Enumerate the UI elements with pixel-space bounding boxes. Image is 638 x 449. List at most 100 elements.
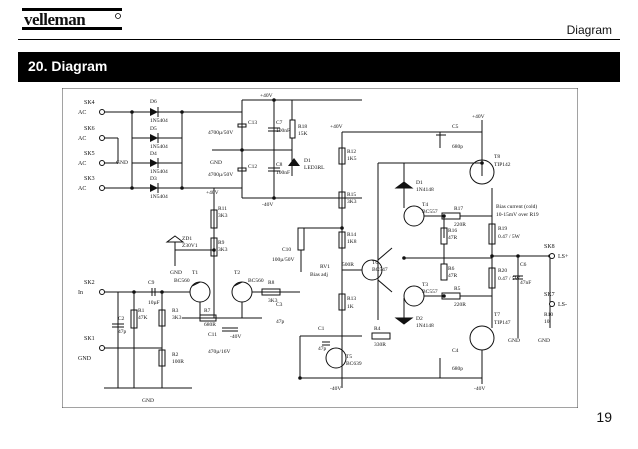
r2-ref: R2 [172, 352, 179, 358]
r8-val: 3K3 [268, 298, 278, 304]
d1-ref: D1 [416, 180, 423, 186]
r18-ref: R18 [298, 124, 307, 130]
c2-ref: C2 [118, 316, 125, 322]
r1-val: 47K [138, 315, 148, 321]
c6-ref: C6 [520, 262, 527, 268]
t1-val: BC560 [174, 278, 190, 284]
c9-ref: C9 [148, 280, 155, 286]
rail-neg-3: -40V [330, 386, 341, 392]
sk1-label: GND [78, 356, 92, 362]
section-title: 20. Diagram [28, 58, 108, 74]
d4-ref: D4 [150, 151, 157, 157]
t5-ref: T5 [346, 354, 352, 360]
svg-text:velleman: velleman [24, 10, 86, 29]
rv1-val: 500R [342, 262, 354, 268]
sk2-label: In [78, 290, 83, 296]
r15-val: 3K3 [347, 199, 357, 205]
zd1-ref: ZD1 [182, 236, 192, 242]
sk8-ref: SK8 [544, 244, 555, 250]
d6-ref: D6 [150, 99, 157, 105]
sk6-label: AC [78, 136, 86, 142]
gnd-4: GND [142, 398, 154, 404]
d5-val: 1N5404 [150, 144, 168, 150]
r11-ref: R11 [218, 206, 227, 212]
r12-ref: R12 [347, 149, 356, 155]
led-val: LED3RL [304, 165, 325, 171]
r7-val: 680R [204, 322, 216, 328]
t8-val: TIP142 [494, 162, 511, 168]
d6-val: 1N5404 [150, 118, 168, 124]
sk8-label: LS+ [558, 254, 569, 260]
rail-pos-2: +40V [330, 124, 343, 130]
r9-ref: R9 [218, 240, 225, 246]
r1-ref: R1 [138, 308, 145, 314]
r20-val: 0.47 / 5W [498, 276, 521, 282]
sk5-label: AC [78, 161, 86, 167]
c4-ref: C4 [452, 348, 459, 354]
sk2-ref: SK2 [84, 280, 95, 286]
rail-neg-2: -40V [230, 334, 241, 340]
c10-ref: C10 [282, 247, 291, 253]
t8-ref: T8 [494, 154, 500, 160]
r15-ref: R15 [347, 192, 356, 198]
t5-val: BC639 [346, 361, 362, 367]
d1-val: 1N4148 [416, 187, 434, 193]
r4-val: 330R [374, 342, 386, 348]
r5-ref: R5 [454, 286, 461, 292]
r13-val: 1K [347, 304, 354, 310]
sk3-ref: SK3 [84, 176, 95, 182]
t4-val: BC557 [422, 209, 438, 215]
c11-ref: C11 [208, 332, 217, 338]
t1-ref: T1 [192, 270, 198, 276]
gnd-1: GND [116, 160, 128, 166]
page-number: 19 [596, 409, 612, 425]
c9-val: 10µF [148, 300, 160, 306]
c12-val: 4700µ/50V [208, 172, 233, 178]
sk3-label: AC [78, 186, 86, 192]
r12-val: 1K5 [347, 156, 357, 162]
led-ref: D1 [304, 158, 311, 164]
rv1-ref: RV1 [320, 264, 330, 270]
c7-val: 100nF [276, 128, 290, 134]
sk4-ref: SK4 [84, 100, 95, 106]
d2-val: 1N4148 [416, 323, 434, 329]
bias-current-note: Bias current (cold) [496, 203, 537, 210]
d2-ref: D2 [416, 316, 423, 322]
c3-ref: C3 [276, 302, 283, 308]
c8-val: 100nF [276, 170, 290, 176]
zd1-val: Z30V1 [182, 243, 198, 249]
r19-ref: R19 [498, 226, 507, 232]
sk6-ref: SK6 [84, 126, 95, 132]
header-rule [18, 39, 620, 40]
r17-ref: R17 [454, 206, 463, 212]
rail-pos-1: +40V [260, 93, 273, 99]
r8-ref: R8 [268, 280, 275, 286]
r7-ref: R7 [204, 308, 211, 314]
r10-ref: R10 [544, 312, 553, 318]
r4-ref: R4 [374, 326, 381, 332]
c5-val: 680p [452, 144, 463, 150]
sk1-ref: SK1 [84, 336, 95, 342]
t3-ref: T3 [422, 282, 428, 288]
r20-ref: R20 [498, 268, 507, 274]
sk7-label: LS- [558, 302, 567, 308]
gnd-2: GND [210, 160, 222, 166]
r10-val: 10 [544, 319, 550, 325]
d5-ref: D5 [150, 126, 157, 132]
rail-neg-4: -40V [474, 386, 485, 392]
rail-neg-1: -40V [262, 202, 273, 208]
c4-val: 680p [452, 366, 463, 372]
c1-val: 47p [318, 346, 327, 352]
r17-val: 220R [454, 222, 466, 228]
bias-current-value: 10-15mV over R19 [496, 212, 539, 218]
gnd-6: GND [538, 338, 550, 344]
t2-val: BC560 [248, 278, 264, 284]
r6-ref: R6 [448, 266, 455, 272]
sk4-label: AC [78, 110, 86, 116]
c6-val: 47nF [520, 280, 531, 286]
r3-val: 3K3 [172, 315, 182, 321]
r11-val: 3K3 [218, 213, 228, 219]
r16-val: 47R [448, 235, 458, 241]
rail-pos-4: +40V [206, 190, 219, 196]
c5-ref: C5 [452, 124, 459, 130]
